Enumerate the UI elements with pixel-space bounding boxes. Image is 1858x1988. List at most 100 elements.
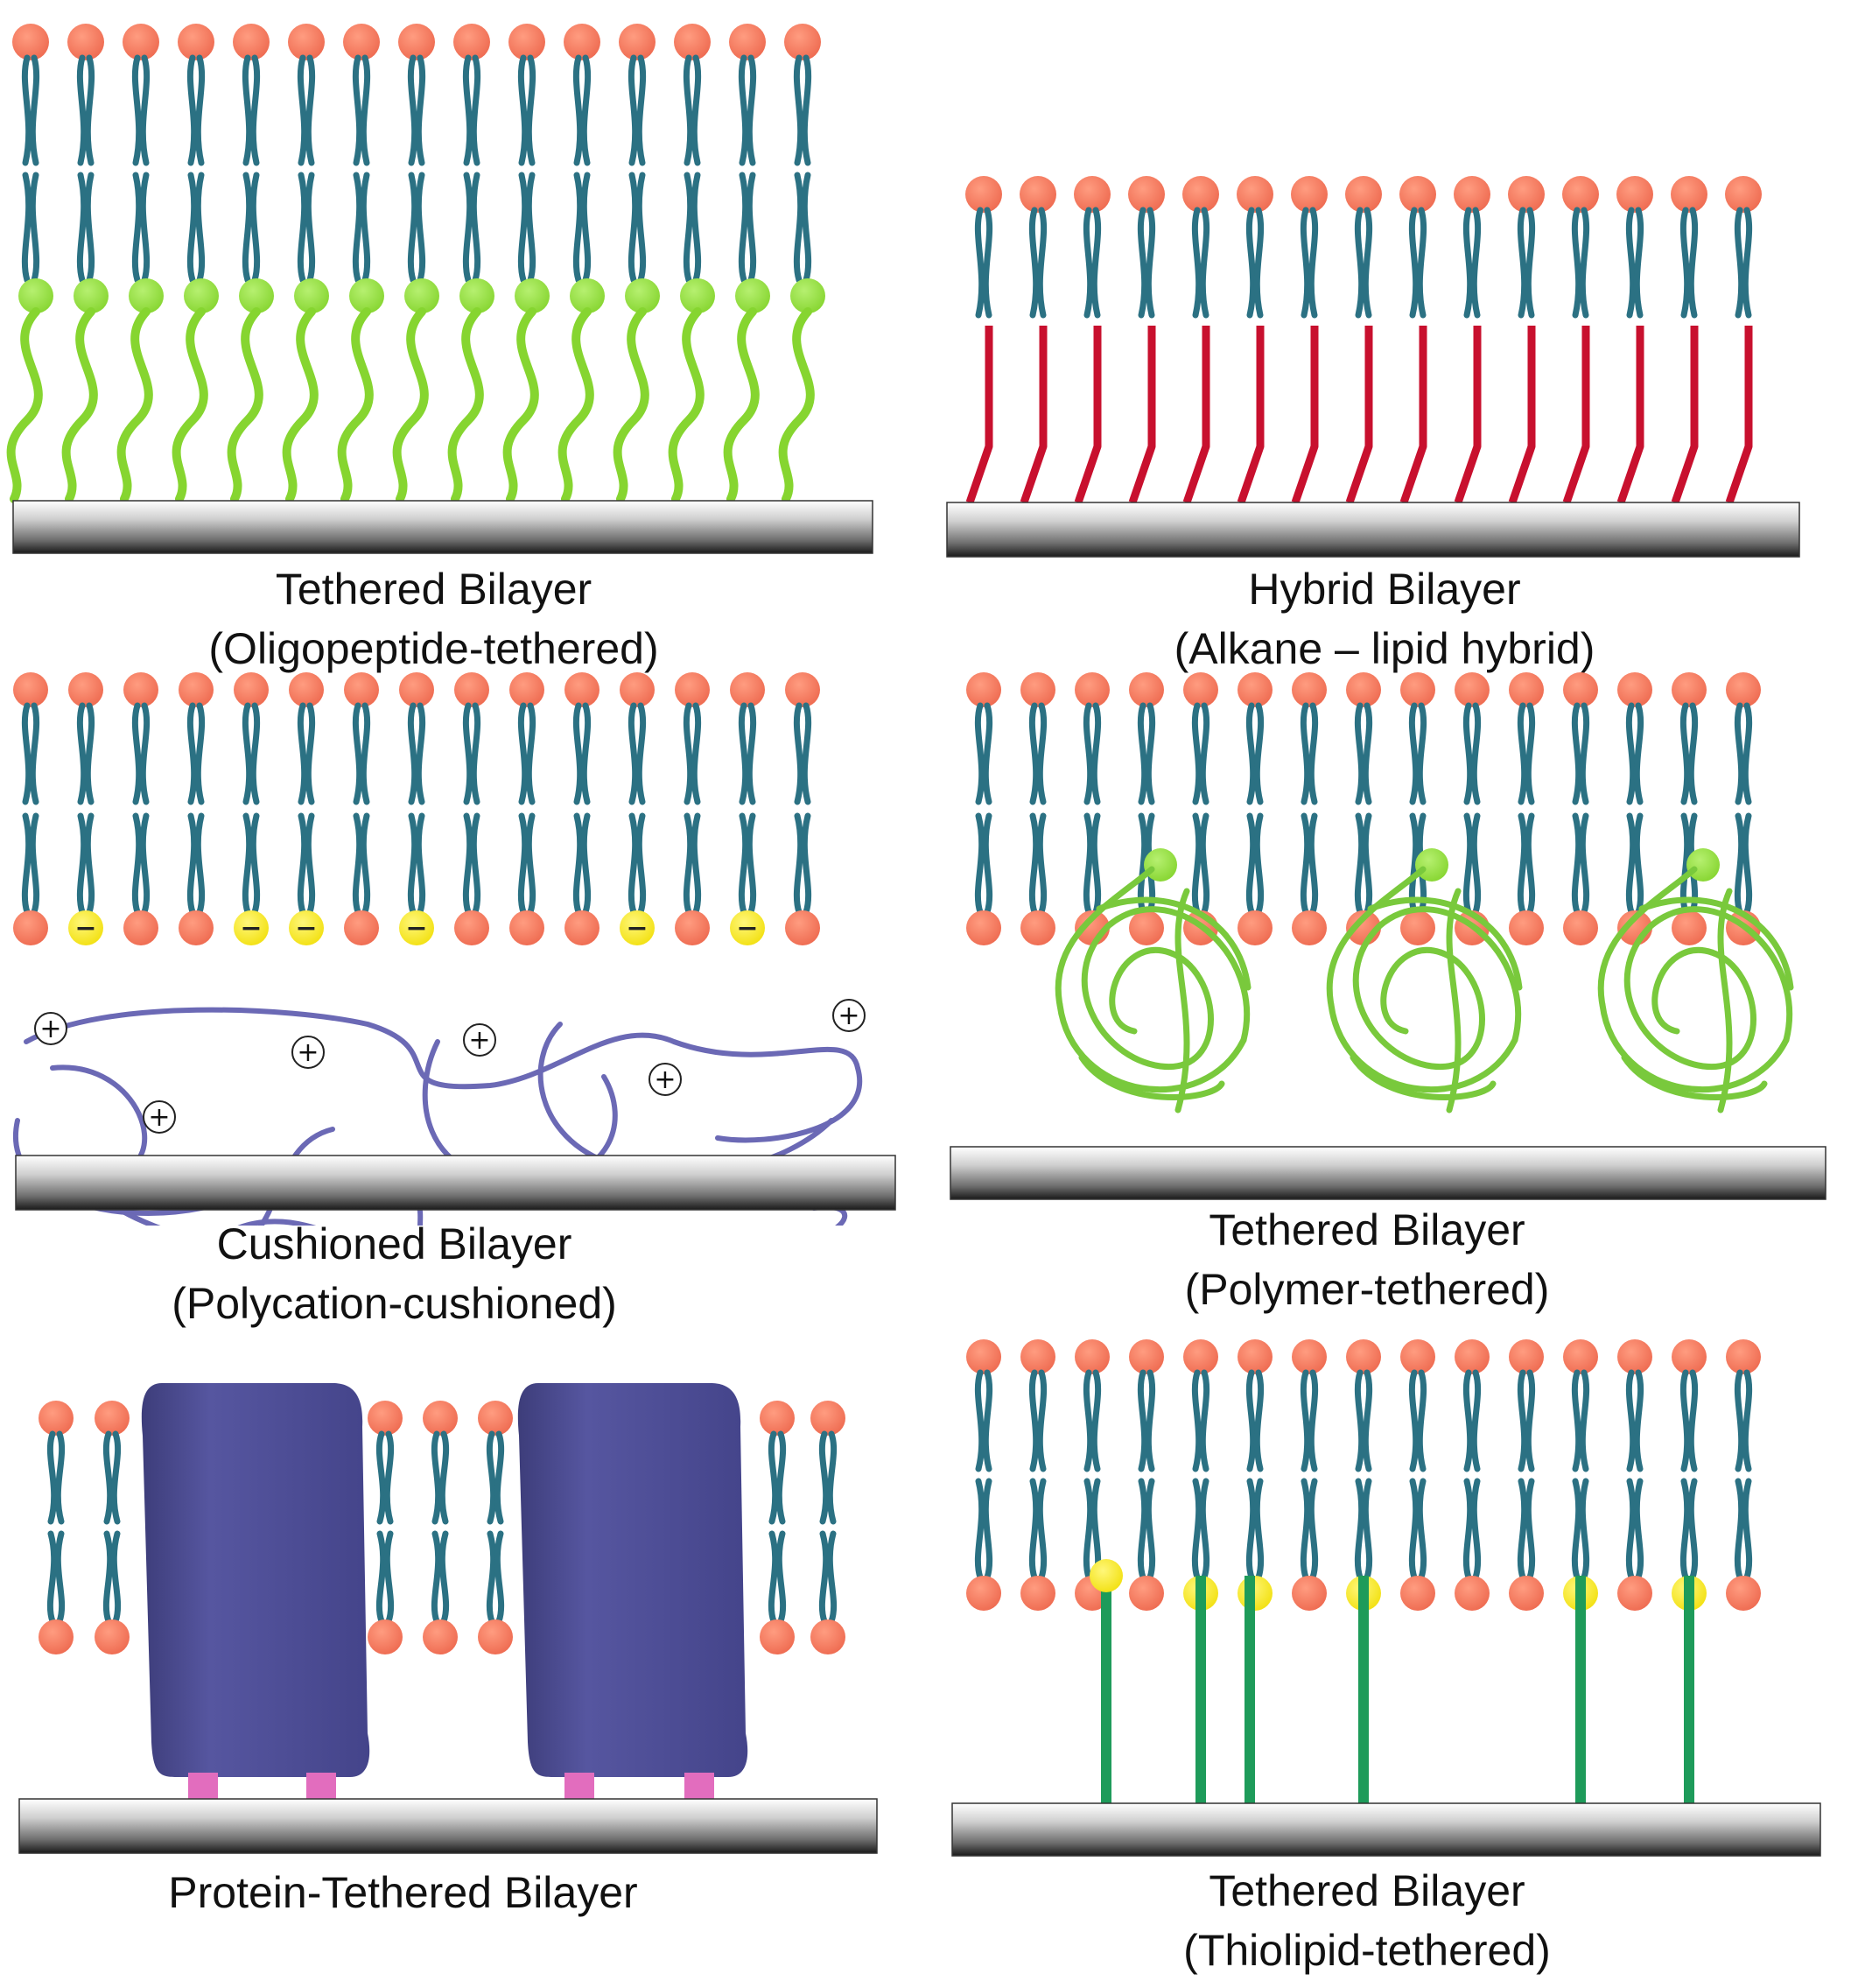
lipid-tail	[1470, 1478, 1482, 1581]
lipid-tail	[580, 812, 592, 916]
lipid-tail	[738, 702, 749, 805]
lipid-tail	[1687, 1478, 1699, 1581]
lipid-alkane-pair	[1508, 176, 1545, 504]
substrate-surface	[946, 502, 1800, 558]
lipid-tail	[1579, 1478, 1590, 1581]
lipid-pair	[730, 672, 765, 945]
polymer-chain	[1367, 896, 1523, 991]
lipid-tail	[470, 812, 481, 916]
cushioned-bilayer-illustration: −−−−−−++++++	[13, 672, 896, 1282]
lipid-pair	[95, 1401, 130, 1654]
lipid-tail	[407, 812, 418, 916]
lipid-pair	[1563, 672, 1598, 945]
lipid-headgroup	[785, 910, 820, 945]
lipid-pair	[68, 672, 103, 945]
panel-title: Tethered Bilayer	[1209, 1205, 1525, 1254]
lipid-tail	[982, 1369, 993, 1472]
lipid-tail	[1028, 812, 1040, 916]
lipid-headgroup	[95, 1401, 130, 1436]
panel-thiolipid-tethered: Tethered Bilayer (Thiolipid-tethered)	[929, 1331, 1858, 1988]
positive-charge-label: +	[148, 1102, 170, 1133]
alkane-chain	[1182, 326, 1210, 504]
lipid-tail	[635, 702, 647, 805]
oligopeptide-anchor-head	[680, 278, 715, 313]
lipid-alkane-pair	[1074, 176, 1111, 504]
positive-charge	[291, 1036, 325, 1069]
lipid-pair	[966, 1339, 1001, 1611]
lipid-pair	[234, 672, 269, 945]
polymer-chain	[1647, 906, 1793, 1043]
panel-subtitle: (Polymer-tethered)	[1184, 1265, 1550, 1314]
lipid-tail	[635, 172, 647, 284]
lipid-pair	[1183, 1339, 1218, 1611]
lipid-pair	[368, 1401, 403, 1654]
lipid-headgroup	[1616, 176, 1653, 213]
lipid-headgroup	[1237, 1339, 1273, 1374]
negative-charge-label: −	[240, 913, 262, 944]
oligopeptide-anchor-head	[294, 278, 329, 313]
lipid-tail	[1199, 207, 1210, 319]
lipid-tail	[352, 702, 363, 805]
lipid-tail	[974, 812, 985, 916]
lipid-tail	[305, 54, 316, 166]
polymer-anchor-head	[1686, 848, 1720, 882]
lipid-tail	[1090, 1369, 1102, 1472]
lipid-pair	[1346, 672, 1381, 945]
lipid-tail	[110, 1430, 122, 1525]
lipid-tail	[470, 54, 481, 166]
lipid-tail	[1362, 1478, 1373, 1581]
thiolipid-tethered-illustration	[951, 1339, 1821, 1857]
lipid-headgroup	[1237, 176, 1273, 213]
hybrid-bilayer-illustration	[946, 176, 1800, 558]
lipid-tail	[1191, 1478, 1202, 1581]
oligopeptide-anchor-head	[349, 278, 384, 313]
alkane-chain	[1291, 326, 1319, 504]
oligopeptide-tether	[6, 307, 43, 503]
positive-charge-label: +	[654, 1064, 676, 1095]
lipid-tail	[494, 1430, 505, 1525]
lipid-pair	[399, 672, 434, 945]
lipid-headgroup	[1563, 1339, 1598, 1374]
protein-anchor	[564, 1773, 594, 1799]
lipid-tail	[1253, 1369, 1265, 1472]
lipid-headgroup	[509, 910, 544, 945]
positive-charge	[649, 1063, 682, 1096]
lipid-pair	[810, 1401, 845, 1654]
lipid-pair	[620, 672, 655, 945]
lipid-tail	[29, 172, 40, 284]
lipid-tail	[1687, 702, 1699, 805]
lipid-alkane-pair	[1562, 176, 1599, 504]
tethering-protein	[517, 1383, 748, 1799]
lipid-tail	[84, 812, 95, 916]
lipid-headgroup	[39, 1401, 74, 1436]
lipid-tail	[691, 812, 702, 916]
oligopeptide-tether	[613, 307, 649, 503]
lipid-pair	[1237, 1339, 1273, 1611]
lipid-tail	[110, 1530, 122, 1625]
lipid-headgroup	[478, 1619, 513, 1654]
lipid-tail	[1517, 1369, 1528, 1472]
lipid-headgroup	[1292, 1339, 1327, 1374]
lipid-tail	[1090, 702, 1102, 805]
lipid-headgroup	[1671, 176, 1707, 213]
lipid-tail	[1734, 812, 1745, 916]
lipid-tail	[352, 172, 363, 284]
lipid-headgroup	[398, 24, 435, 60]
polymer-chain	[1326, 866, 1427, 1008]
lipid-tail	[1416, 1478, 1427, 1581]
lipid-pair	[723, 24, 770, 503]
substrate-surface	[950, 1146, 1826, 1200]
thiolipid-spacer	[1245, 1576, 1255, 1805]
lipid-headgroup	[234, 672, 269, 707]
lipid-headgroup	[508, 24, 545, 60]
lipid-tail	[775, 1430, 787, 1525]
lipid-tail	[305, 172, 316, 284]
lipid-pair	[1455, 1339, 1490, 1611]
lipid-pair	[564, 672, 599, 945]
lipid-alkane-pair	[965, 176, 1002, 504]
lipid-headgroup	[564, 24, 600, 60]
lipid-headgroup	[1020, 672, 1055, 707]
oligopeptide-anchor-head	[570, 278, 605, 313]
lipid-pair	[123, 672, 158, 945]
